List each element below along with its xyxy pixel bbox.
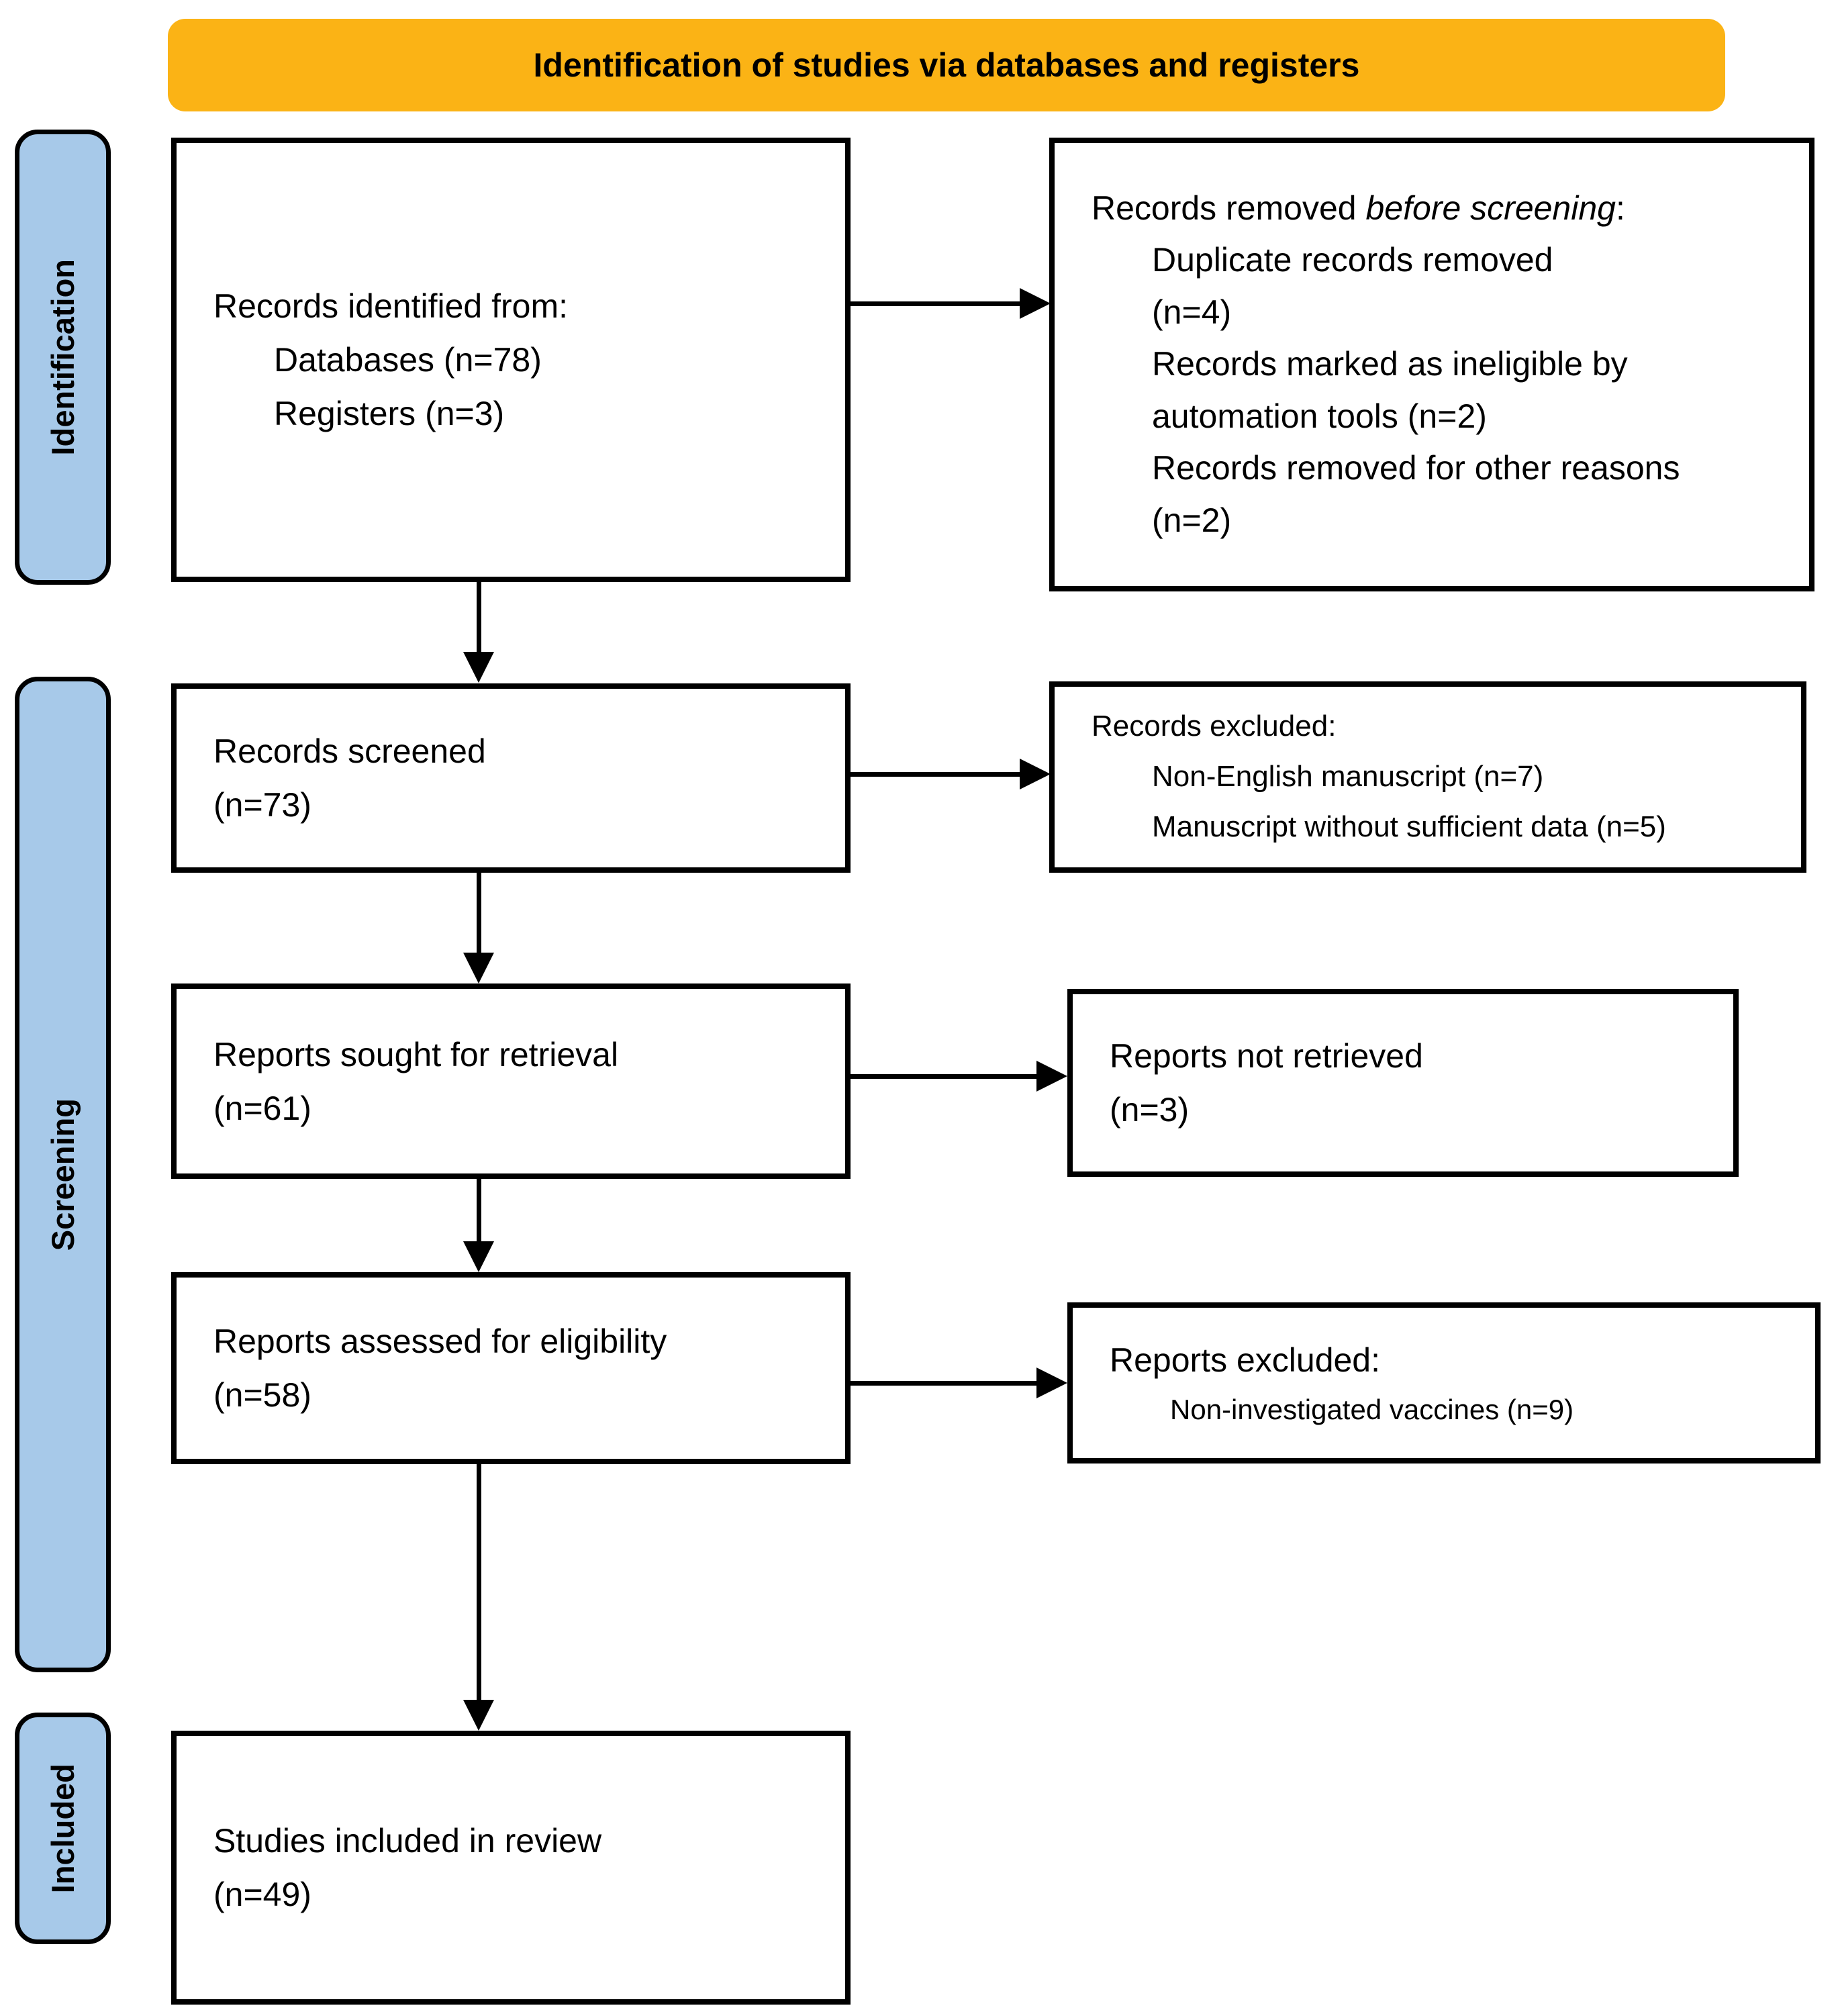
box-records-identified-item: Databases (n=78) (274, 341, 542, 379)
stage-label-screening: Screening (15, 677, 111, 1672)
banner: Identification of studies via databases … (168, 19, 1725, 111)
arrow-sought-to-not-retrieved-head (1036, 1061, 1067, 1092)
box-reports-assessed-line: (n=58) (213, 1376, 311, 1414)
box-reports-assessed-line: Reports assessed for eligibility (213, 1323, 667, 1360)
box-records-screened-line: Records screened (213, 732, 486, 770)
arrow-screened-to-sought-head (463, 953, 494, 983)
box-records-removed-line: (n=2) (1152, 501, 1232, 539)
box-records-excluded-title: Records excluded: (1092, 710, 1337, 743)
box-records-screened: Records screened (n=73) (171, 683, 851, 873)
stage-label-screening-text: Screening (45, 1098, 81, 1251)
box-records-removed-line: Records marked as ineligible by (1152, 345, 1628, 383)
box-records-removed-title-italic: before screening (1365, 189, 1616, 227)
arrow-identified-to-screened-head (463, 652, 494, 683)
box-reports-not-retrieved: Reports not retrieved (n=3) (1067, 989, 1739, 1177)
box-reports-not-retrieved-line: (n=3) (1110, 1091, 1190, 1129)
arrow-assessed-to-reports-excluded-head (1036, 1367, 1067, 1398)
box-records-removed-line: Records removed for other reasons (1152, 449, 1680, 487)
box-reports-not-retrieved-line: Reports not retrieved (1110, 1037, 1423, 1075)
box-records-screened-line: (n=73) (213, 786, 311, 824)
box-records-removed-title-post: : (1615, 189, 1625, 227)
box-records-removed-line: Duplicate records removed (1152, 241, 1553, 279)
arrow-screened-to-excluded-line (849, 772, 1022, 777)
box-reports-excluded-title: Reports excluded: (1110, 1341, 1381, 1380)
box-records-excluded-item: Non-English manuscript (n=7) (1152, 760, 1544, 794)
arrow-assessed-to-reports-excluded-line (849, 1381, 1038, 1386)
box-records-removed-title-pre: Records removed (1092, 189, 1366, 227)
box-records-identified-title: Records identified from: (213, 287, 569, 325)
box-studies-included: Studies included in review (n=49) (171, 1731, 851, 2005)
box-records-removed-line: automation tools (n=2) (1152, 397, 1487, 435)
box-reports-assessed: Reports assessed for eligibility (n=58) (171, 1272, 851, 1464)
stage-label-included: Included (15, 1713, 111, 1944)
arrow-identified-to-removed-head (1020, 288, 1051, 319)
box-records-identified: Records identified from: Databases (n=78… (171, 138, 851, 582)
box-records-excluded: Records excluded: Non-English manuscript… (1049, 681, 1806, 873)
box-studies-included-line: (n=49) (213, 1876, 311, 1913)
stage-label-identification-text: Identification (45, 258, 81, 456)
arrow-assessed-to-included-head (463, 1700, 494, 1731)
box-records-removed-line: (n=4) (1152, 293, 1232, 331)
box-records-removed-title: Records removed before screening: (1092, 183, 1809, 235)
box-reports-sought-line: Reports sought for retrieval (213, 1035, 619, 1073)
arrow-screened-to-sought-line (477, 871, 481, 955)
box-reports-excluded: Reports excluded: Non-investigated vacci… (1067, 1302, 1821, 1463)
arrow-sought-to-assessed-head (463, 1241, 494, 1272)
arrow-assessed-to-included-line (477, 1463, 481, 1702)
box-reports-excluded-item: Non-investigated vaccines (n=9) (1170, 1394, 1574, 1426)
arrow-identified-to-removed-line (849, 301, 1022, 306)
box-reports-sought-line: (n=61) (213, 1089, 311, 1127)
box-records-excluded-item: Manuscript without sufficient data (n=5) (1152, 810, 1666, 843)
arrow-screened-to-excluded-head (1020, 759, 1051, 789)
stage-label-identification: Identification (15, 130, 111, 585)
stage-label-included-text: Included (45, 1763, 81, 1894)
arrow-sought-to-assessed-line (477, 1178, 481, 1243)
box-records-identified-item: Registers (n=3) (274, 395, 505, 432)
box-studies-included-line: Studies included in review (213, 1822, 602, 1860)
box-reports-sought: Reports sought for retrieval (n=61) (171, 983, 851, 1179)
banner-label: Identification of studies via databases … (533, 46, 1360, 84)
box-records-removed: Records removed before screening: Duplic… (1049, 138, 1814, 591)
arrow-identified-to-screened-line (477, 581, 481, 656)
arrow-sought-to-not-retrieved-line (849, 1074, 1038, 1079)
